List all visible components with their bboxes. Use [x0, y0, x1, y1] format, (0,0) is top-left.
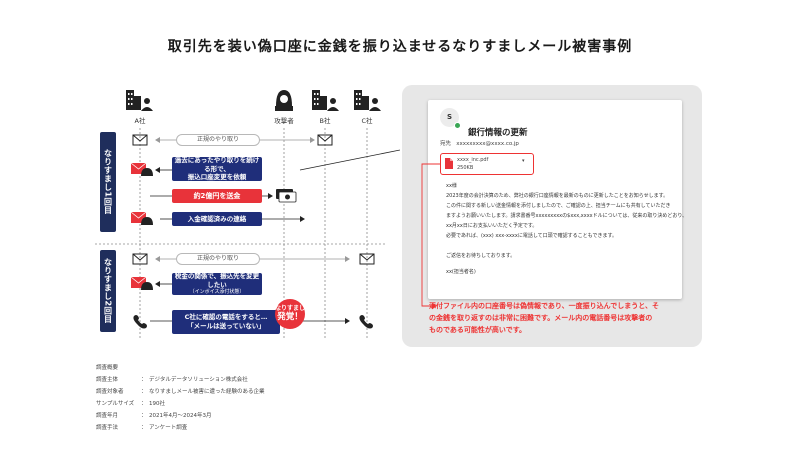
email-body-line: xx様: [446, 183, 457, 189]
transfer-box: 約2億円を送金: [172, 189, 262, 203]
survey-colon: ：: [141, 401, 147, 407]
building-icon-a: [126, 90, 153, 111]
money-icon: [276, 189, 297, 203]
spoofing-detected-badge: なりすまし 発覚！: [275, 299, 305, 329]
email-body-line: ますようお願いいたします。請求書番号xxxxxxxxxの$xxx,xxxxドルに…: [446, 213, 688, 219]
request-account-change-box: 過去にあったやり取りを続ける形で、 振込口座変更を依頼: [172, 156, 262, 181]
malicious-mail-icon: [130, 162, 153, 176]
page-title: 取引先を装い偽口座に金銭を振り込ませるなりすましメール被害事例: [167, 39, 633, 55]
pdf-file-icon: [445, 158, 453, 169]
survey-colon: ：: [141, 389, 147, 395]
hacker-icon: [275, 90, 293, 111]
envelope-icon: [132, 253, 148, 265]
warning-connector: [421, 163, 440, 309]
survey-value: 190社: [149, 401, 165, 407]
legit-exchange-pill-2: 正規のやり取り: [176, 253, 260, 265]
verified-check-icon: [454, 122, 461, 129]
entity-label-a: A社: [134, 117, 146, 125]
email-body-line: 必要であれば、(xxx) xxx-xxxxに電話して口頭で確認することもできます…: [446, 233, 617, 239]
attachment-chip[interactable]: [440, 153, 534, 175]
tax-change-request-box: 税金の関係で、振込先を変更したい （インボイス添付状態）: [172, 272, 262, 295]
warning-text-line: 添付ファイル内の口座番号は偽情報であり、一度振り込んでしまうと、そ: [429, 302, 660, 310]
survey-value: デジタルデータソリューション株式会社: [149, 377, 248, 383]
warning-text-line: ものである可能性が高いです。: [429, 326, 527, 334]
entity-label-c: C社: [361, 117, 373, 125]
email-body-line: xx(担当者名): [446, 269, 476, 275]
survey-value: 2021年4月〜2024年3月: [149, 413, 212, 419]
email-body-line: xx月xx日にお支払いいただく予定です。: [446, 223, 538, 229]
round-1-label: なりすまし1回目: [100, 132, 116, 232]
survey-key: 調査手法: [96, 425, 119, 431]
email-subject: 銀行情報の更新: [468, 128, 528, 138]
survey-key: 調査年月: [96, 413, 119, 419]
chevron-down-icon[interactable]: ▾: [522, 158, 525, 164]
survey-key: 調査対象者: [96, 389, 124, 395]
survey-value: なりすましメール被害に遭った経験のある企業: [149, 389, 265, 395]
attachment-name: xxxx_inc.pdf: [457, 157, 489, 163]
email-recipient: 宛先 xxxxxxxxx@xxxx.co.jp: [440, 141, 519, 147]
call-confirmation-box: C社に確認の電話をすると… 「メールは送っていない」: [172, 310, 280, 334]
entity-label-attacker: 攻撃者: [274, 117, 294, 125]
entity-label-b: B社: [319, 117, 331, 125]
envelope-icon: [132, 134, 148, 146]
survey-key: 調査主体: [96, 377, 119, 383]
email-body-line: 2023年度の会計決算のため、弊社の銀行口座情報を最新のものに更新したことをお知…: [446, 193, 669, 199]
survey-value: アンケート調査: [149, 425, 188, 431]
envelope-icon: [317, 134, 333, 146]
legit-exchange-pill-1: 正規のやり取り: [176, 134, 260, 146]
round-2-label: なりすまし2回目: [100, 250, 116, 332]
envelope-icon: [359, 253, 375, 265]
phone-icon: [359, 315, 373, 329]
survey-heading: 調査概要: [96, 365, 119, 371]
malicious-mail-icon: [130, 276, 153, 290]
survey-colon: ：: [141, 425, 147, 431]
email-body-line: ご返信をお待ちしております。: [446, 253, 516, 259]
callout-connector: [299, 149, 400, 171]
building-icon-c: [354, 90, 381, 111]
phishing-email-card: [428, 100, 682, 299]
email-body-line: この件に関する新しい送金情報を添付しましたので、ご確認の上、担当チームにも共有し…: [446, 203, 671, 209]
survey-colon: ：: [141, 377, 147, 383]
building-icon-b: [312, 90, 339, 111]
survey-colon: ：: [141, 413, 147, 419]
confirm-box: 入金確認済みの連絡: [172, 212, 262, 226]
attachment-size: 250KB: [457, 165, 474, 171]
warning-text-line: の金銭を取り返すのは非常に困難です。メール内の電話番号は攻撃者の: [429, 314, 653, 322]
phone-icon: [133, 315, 147, 329]
malicious-mail-icon: [130, 211, 153, 225]
survey-key: サンプルサイズ: [96, 401, 135, 407]
